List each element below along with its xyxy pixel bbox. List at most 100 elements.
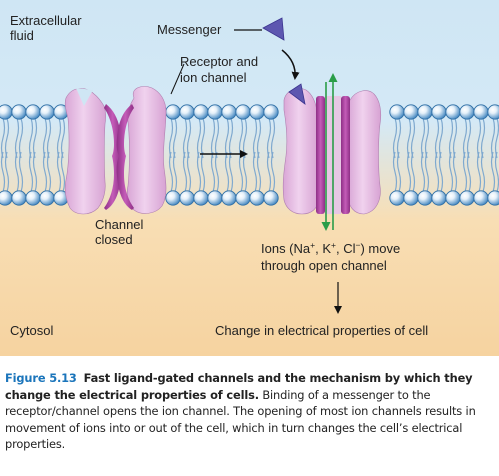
figure-title: Fast ligand-gated channels and the mecha… bbox=[5, 371, 473, 402]
lipid-head bbox=[417, 190, 433, 206]
ions-label: Ions (Na+, K+, Cl−) move through open ch… bbox=[261, 240, 404, 273]
lipid-tail bbox=[0, 151, 6, 193]
lipid-tail bbox=[228, 151, 234, 193]
lipid-tail bbox=[266, 117, 272, 159]
figure-caption: Figure 5.13 Fast ligand-gated channels a… bbox=[5, 370, 495, 453]
lipid-tail bbox=[46, 151, 52, 193]
lipid-tail bbox=[452, 151, 458, 193]
lipid-tail bbox=[490, 151, 496, 193]
binding-arrow bbox=[281, 49, 300, 80]
lipid-tail bbox=[452, 117, 458, 159]
lipid-tail bbox=[238, 151, 244, 193]
lipid-tail bbox=[494, 117, 499, 159]
lipid-tail bbox=[238, 117, 244, 159]
lipid-tail bbox=[32, 151, 38, 193]
lipid-head bbox=[263, 190, 279, 206]
lipid-head bbox=[431, 190, 447, 206]
lipid-tail bbox=[214, 117, 220, 159]
lipid-tail bbox=[56, 151, 62, 193]
lipid-head bbox=[487, 104, 499, 120]
lipid-tail bbox=[252, 117, 258, 159]
lipid-head bbox=[179, 104, 195, 120]
lipid-tail bbox=[196, 117, 202, 159]
lipid-tail bbox=[210, 151, 216, 193]
lipid-head bbox=[473, 190, 489, 206]
lipid-tail bbox=[494, 151, 499, 193]
lipid-tail bbox=[396, 151, 402, 193]
lipid-tail bbox=[266, 151, 272, 193]
figure-caption-body: Binding of a messenger to the receptor/c… bbox=[5, 387, 476, 452]
lipid-tail bbox=[476, 117, 482, 159]
lipid-head bbox=[235, 104, 251, 120]
lipid-head bbox=[249, 104, 265, 120]
lipid-head bbox=[221, 190, 237, 206]
lipid-tail bbox=[480, 117, 486, 159]
receptor-pointer-line bbox=[170, 63, 185, 95]
lipid-head bbox=[193, 104, 209, 120]
open-channel bbox=[282, 88, 382, 215]
lipid-tail bbox=[182, 151, 188, 193]
lipid-head bbox=[165, 104, 181, 120]
lipid-head bbox=[249, 190, 265, 206]
lipid-head bbox=[0, 190, 13, 206]
lipid-tail bbox=[410, 151, 416, 193]
lipid-head bbox=[431, 104, 447, 120]
messenger-label: Messenger bbox=[157, 22, 222, 37]
lipid-head bbox=[263, 104, 279, 120]
lipid-tail bbox=[476, 151, 482, 193]
lipid-tail bbox=[0, 117, 6, 159]
closed-channel bbox=[64, 86, 167, 215]
lipid-tail bbox=[168, 117, 174, 159]
lipid-tail bbox=[4, 117, 10, 159]
lipid-tail bbox=[186, 117, 192, 159]
lipid-head bbox=[193, 190, 209, 206]
lipid-tail bbox=[256, 151, 262, 193]
lipid-tail bbox=[270, 117, 276, 159]
lipid-tail bbox=[42, 151, 48, 193]
lipid-head bbox=[221, 104, 237, 120]
lipid-tail bbox=[462, 117, 468, 159]
lipid-head bbox=[473, 104, 489, 120]
lipid-head bbox=[39, 104, 55, 120]
lipid-tail bbox=[196, 151, 202, 193]
lipid-tail bbox=[60, 151, 66, 193]
lipid-tail bbox=[182, 117, 188, 159]
lipid-tail bbox=[228, 117, 234, 159]
lipid-tail bbox=[172, 151, 178, 193]
lipid-tail bbox=[4, 151, 10, 193]
closed-channel-pore bbox=[104, 104, 122, 210]
lipid-tail bbox=[214, 151, 220, 193]
lipid-head bbox=[11, 190, 27, 206]
lipid-tail bbox=[270, 151, 276, 193]
lipid-tail bbox=[56, 117, 62, 159]
open-channel-pore-left bbox=[316, 96, 325, 214]
lipid-head bbox=[445, 190, 461, 206]
lipid-tail bbox=[256, 117, 262, 159]
lipid-tail bbox=[434, 151, 440, 193]
lipid-head bbox=[403, 190, 419, 206]
lipid-tail bbox=[406, 117, 412, 159]
lipid-head bbox=[403, 104, 419, 120]
lipid-head bbox=[11, 104, 27, 120]
lipid-head bbox=[165, 190, 181, 206]
lipid-tail bbox=[392, 117, 398, 159]
closed-channel-pore-right bbox=[116, 104, 134, 210]
lipid-head bbox=[417, 104, 433, 120]
lipid-head bbox=[179, 190, 195, 206]
lipid-head bbox=[389, 104, 405, 120]
lipid-tail bbox=[210, 117, 216, 159]
lipid-tail bbox=[46, 117, 52, 159]
lipid-tail bbox=[410, 117, 416, 159]
lipid-tail bbox=[434, 117, 440, 159]
lipid-head bbox=[207, 104, 223, 120]
lipid-head bbox=[487, 190, 499, 206]
lipid-tail bbox=[172, 117, 178, 159]
lipid-tail bbox=[200, 117, 206, 159]
closed-channel-right-subunit bbox=[126, 86, 167, 214]
lipid-tail bbox=[420, 117, 426, 159]
lipid-head bbox=[25, 104, 41, 120]
bound-messenger-icon bbox=[288, 83, 306, 105]
lipid-head bbox=[207, 190, 223, 206]
lipid-tail bbox=[420, 151, 426, 193]
open-channel-pore-right bbox=[341, 96, 350, 214]
